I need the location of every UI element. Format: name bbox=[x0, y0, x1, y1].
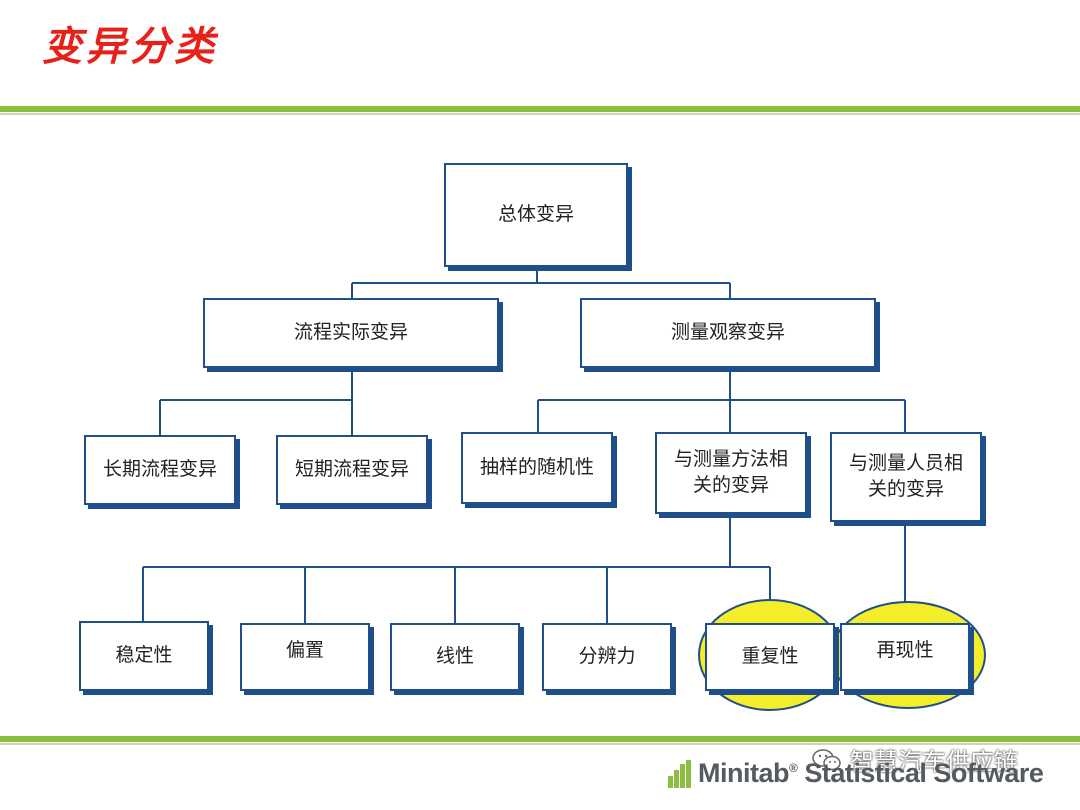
node-linearity: 线性 bbox=[390, 623, 520, 691]
node-sampling-randomness: 抽样的随机性 bbox=[461, 432, 613, 504]
registered-mark: ® bbox=[789, 761, 798, 775]
top-divider bbox=[0, 106, 1080, 112]
minitab-logo: Minitab® Statistical Software bbox=[668, 758, 1044, 789]
node-stability: 稳定性 bbox=[79, 621, 209, 691]
node-long-term-variation: 长期流程变异 bbox=[84, 435, 236, 505]
node-measurement-variation: 测量观察变异 bbox=[580, 298, 876, 368]
node-reproducibility: 再现性 bbox=[840, 623, 970, 691]
node-repeatability: 重复性 bbox=[705, 623, 835, 691]
wechat-watermark: 智慧汽车供应链 bbox=[812, 742, 1018, 777]
node-process-variation: 流程实际变异 bbox=[203, 298, 499, 368]
product-name: Statistical Software bbox=[804, 758, 1044, 788]
node-resolution: 分辨力 bbox=[542, 623, 672, 691]
minitab-bars-icon bbox=[668, 759, 692, 788]
node-short-term-variation: 短期流程变异 bbox=[276, 435, 428, 505]
node-operator-variation: 与测量人员相关的变异 bbox=[830, 432, 982, 522]
top-divider-shadow bbox=[0, 113, 1080, 115]
node-method-variation: 与测量方法相关的变异 bbox=[655, 432, 807, 514]
slide-title: 变异分类 bbox=[42, 24, 218, 70]
node-total-variation: 总体变异 bbox=[444, 163, 628, 267]
watermark-text: 智慧汽车供应链 bbox=[850, 748, 1018, 776]
brand-name: Minitab bbox=[698, 758, 790, 788]
bottom-divider-shadow bbox=[0, 743, 1080, 745]
node-bias: 偏置 bbox=[240, 623, 370, 691]
wechat-icon bbox=[812, 748, 842, 772]
bottom-divider bbox=[0, 736, 1080, 742]
